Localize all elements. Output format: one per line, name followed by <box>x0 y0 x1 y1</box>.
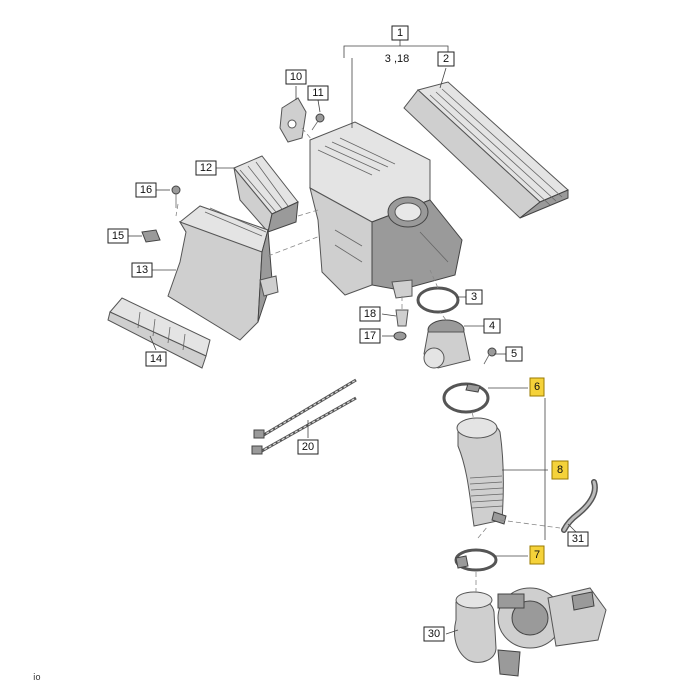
label-1: 1 <box>391 25 409 41</box>
svg-text:5: 5 <box>511 348 517 360</box>
air-duct-13 <box>167 205 279 341</box>
svg-text:11: 11 <box>312 87 323 99</box>
turbocharger-30 <box>454 587 607 677</box>
clip-18 <box>395 309 409 327</box>
svg-text:2: 2 <box>443 53 449 65</box>
svg-text:30: 30 <box>428 628 440 640</box>
intake-grille-12 <box>233 155 299 234</box>
svg-text:7: 7 <box>534 549 540 561</box>
hose-clamp-6 <box>442 382 490 414</box>
label-leaders <box>128 40 577 635</box>
label-11: 11 <box>307 85 329 101</box>
label-6: 6 <box>529 377 545 397</box>
label-10: 10 <box>285 69 307 85</box>
bracket-10 <box>279 97 307 143</box>
clip-15 <box>141 229 161 243</box>
vent-hose-31 <box>561 479 598 533</box>
svg-text:10: 10 <box>290 71 302 83</box>
seal-ring-3 <box>416 286 460 314</box>
inlet-duct-14 <box>107 297 211 369</box>
corner-note: ⅰo <box>33 672 41 682</box>
svg-text:17: 17 <box>364 330 376 342</box>
label-31: 31 <box>567 531 589 547</box>
svg-text:14: 14 <box>150 353 162 365</box>
intake-hose-8 <box>456 417 507 527</box>
svg-text:13: 13 <box>136 264 148 276</box>
label-15: 15 <box>107 228 129 244</box>
label-7: 7 <box>529 545 545 565</box>
label-30: 30 <box>423 626 445 642</box>
label-8: 8 <box>551 460 569 480</box>
air-filter-housing <box>309 121 463 299</box>
assembly-lines <box>175 127 561 592</box>
label-5: 5 <box>505 346 523 362</box>
bolt-5 <box>483 347 497 365</box>
label-3: 3 <box>465 289 483 305</box>
label-14: 14 <box>145 351 167 367</box>
screw-16 <box>171 185 181 208</box>
svg-text:4: 4 <box>489 320 495 332</box>
label-4: 4 <box>483 318 501 334</box>
label-12: 12 <box>195 160 217 176</box>
svg-text:1: 1 <box>397 27 403 39</box>
svg-text:8: 8 <box>557 464 563 476</box>
bolt-11 <box>311 113 325 131</box>
svg-text:16: 16 <box>140 184 152 196</box>
svg-text:3: 3 <box>471 291 477 303</box>
label-17: 17 <box>359 328 381 344</box>
svg-text:12: 12 <box>200 162 212 174</box>
svg-text:6: 6 <box>534 381 540 393</box>
svg-text:3 ,18: 3 ,18 <box>385 53 409 65</box>
label-2: 2 <box>437 51 455 67</box>
air-filter-element <box>403 81 569 219</box>
svg-text:15: 15 <box>112 230 124 242</box>
hose-clamp-7 <box>454 548 498 572</box>
label-20: 20 <box>297 439 319 455</box>
label-13: 13 <box>131 262 153 278</box>
air-mass-meter-4 <box>423 319 471 369</box>
svg-text:31: 31 <box>572 533 584 545</box>
nut-17 <box>393 331 407 341</box>
svg-text:18: 18 <box>364 308 376 320</box>
label-18: 18 <box>359 306 381 322</box>
svg-text:20: 20 <box>302 441 314 453</box>
label-16: 16 <box>135 182 157 198</box>
label-3-18: 3 ,18 <box>385 53 409 65</box>
